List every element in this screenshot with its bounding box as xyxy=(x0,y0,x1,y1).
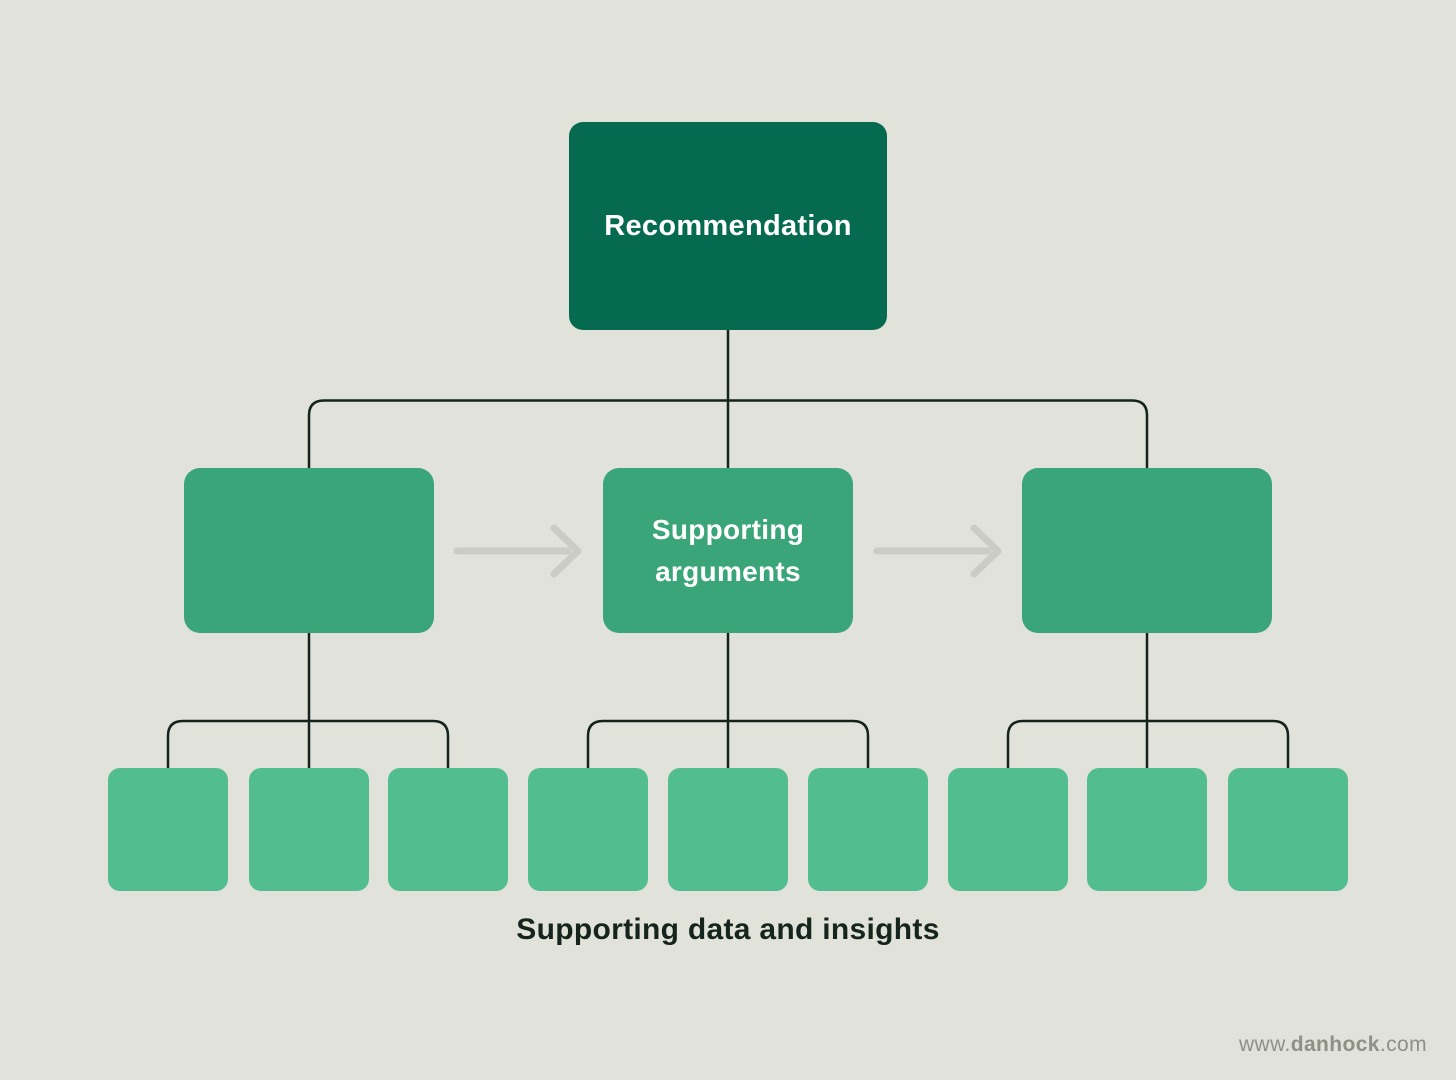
data-box-2 xyxy=(249,768,369,891)
arrow-right-icon xyxy=(873,524,1002,578)
data-box-1 xyxy=(108,768,228,891)
data-box-5 xyxy=(668,768,788,891)
watermark-suffix: .com xyxy=(1379,1033,1427,1056)
watermark-prefix: www. xyxy=(1238,1033,1291,1056)
group-3-connector-branches xyxy=(1006,719,1290,770)
node-argument-center-label: Supporting arguments xyxy=(651,513,805,587)
data-box-3 xyxy=(388,768,508,891)
data-box-9 xyxy=(1228,768,1348,891)
watermark: www.danhock.com xyxy=(1239,1033,1427,1057)
node-argument-center: Supporting arguments xyxy=(603,468,853,633)
node-argument-right xyxy=(1022,468,1272,633)
watermark-brand: danhock xyxy=(1290,1033,1380,1056)
root-connector-branches xyxy=(307,399,1149,470)
group-1-connector-branches xyxy=(166,719,450,770)
node-argument-left xyxy=(184,468,434,633)
data-box-8 xyxy=(1087,768,1207,891)
arrow-right-icon xyxy=(453,524,582,578)
data-box-4 xyxy=(528,768,648,891)
group-2-connector-branches xyxy=(586,719,870,770)
diagram-caption: Supporting data and insights xyxy=(516,913,940,946)
data-box-6 xyxy=(808,768,928,891)
node-recommendation: Recommendation xyxy=(569,122,887,330)
data-box-7 xyxy=(948,768,1068,891)
node-recommendation-label: Recommendation xyxy=(604,209,852,242)
